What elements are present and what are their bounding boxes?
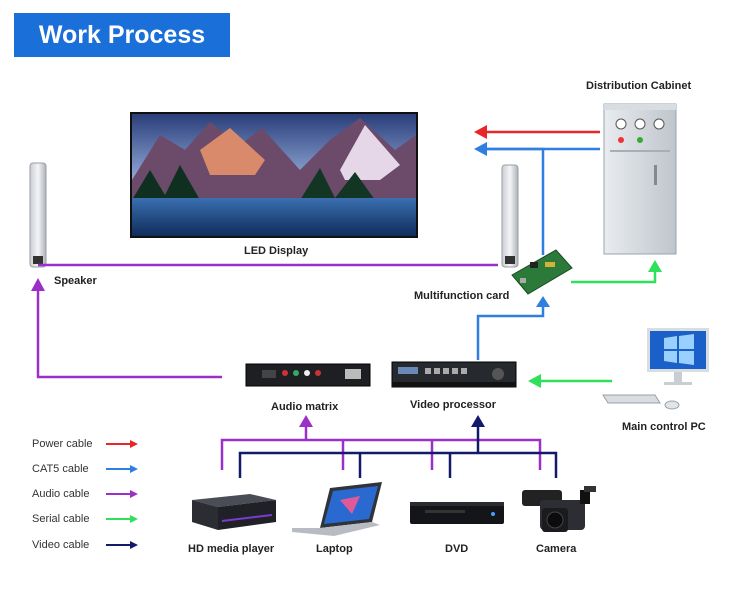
camera-device	[522, 486, 596, 532]
main-control-pc	[602, 328, 709, 410]
legend-video-cable-swatch	[106, 541, 138, 549]
audio-matrix-label: Audio matrix	[271, 401, 339, 413]
led-display-label: LED Display	[244, 245, 309, 257]
legend-audio-cable: Audio cable	[32, 488, 90, 500]
legend-serial-cable: Serial cable	[32, 513, 90, 525]
dvd-player	[410, 502, 504, 524]
legend-power-cable-swatch	[106, 440, 138, 448]
distribution-cabinet-label: Distribution Cabinet	[586, 80, 692, 92]
page-title: Work Process	[14, 13, 230, 57]
video-processor	[391, 361, 517, 388]
hd-media-player-label: HD media player	[188, 543, 275, 555]
legend-cat5-cable-swatch	[106, 465, 138, 473]
main-control-pc-label: Main control PC	[622, 421, 706, 433]
legend-serial-cable-swatch	[106, 515, 138, 523]
legend-cat5-cable: CAT5 cable	[32, 463, 89, 475]
multifunction-card-label: Multifunction card	[414, 290, 510, 302]
dvd-label: DVD	[445, 543, 469, 555]
speaker-label: Speaker	[54, 275, 97, 287]
distribution-cabinet	[603, 103, 677, 255]
speaker-right	[501, 164, 519, 268]
hd-media-player	[192, 494, 276, 530]
laptop-label: Laptop	[316, 543, 353, 555]
legend-video-cable: Video cable	[32, 539, 90, 551]
video-processor-label: Video processor	[410, 399, 496, 411]
audio-matrix	[245, 363, 371, 387]
laptop-device	[292, 482, 382, 536]
speaker-left	[29, 162, 47, 268]
led-display-screen	[130, 112, 418, 238]
multifunction-card	[511, 249, 573, 295]
camera-label: Camera	[536, 543, 577, 555]
legend-audio-cable-swatch	[106, 490, 138, 498]
legend-power-cable: Power cable	[32, 438, 93, 450]
